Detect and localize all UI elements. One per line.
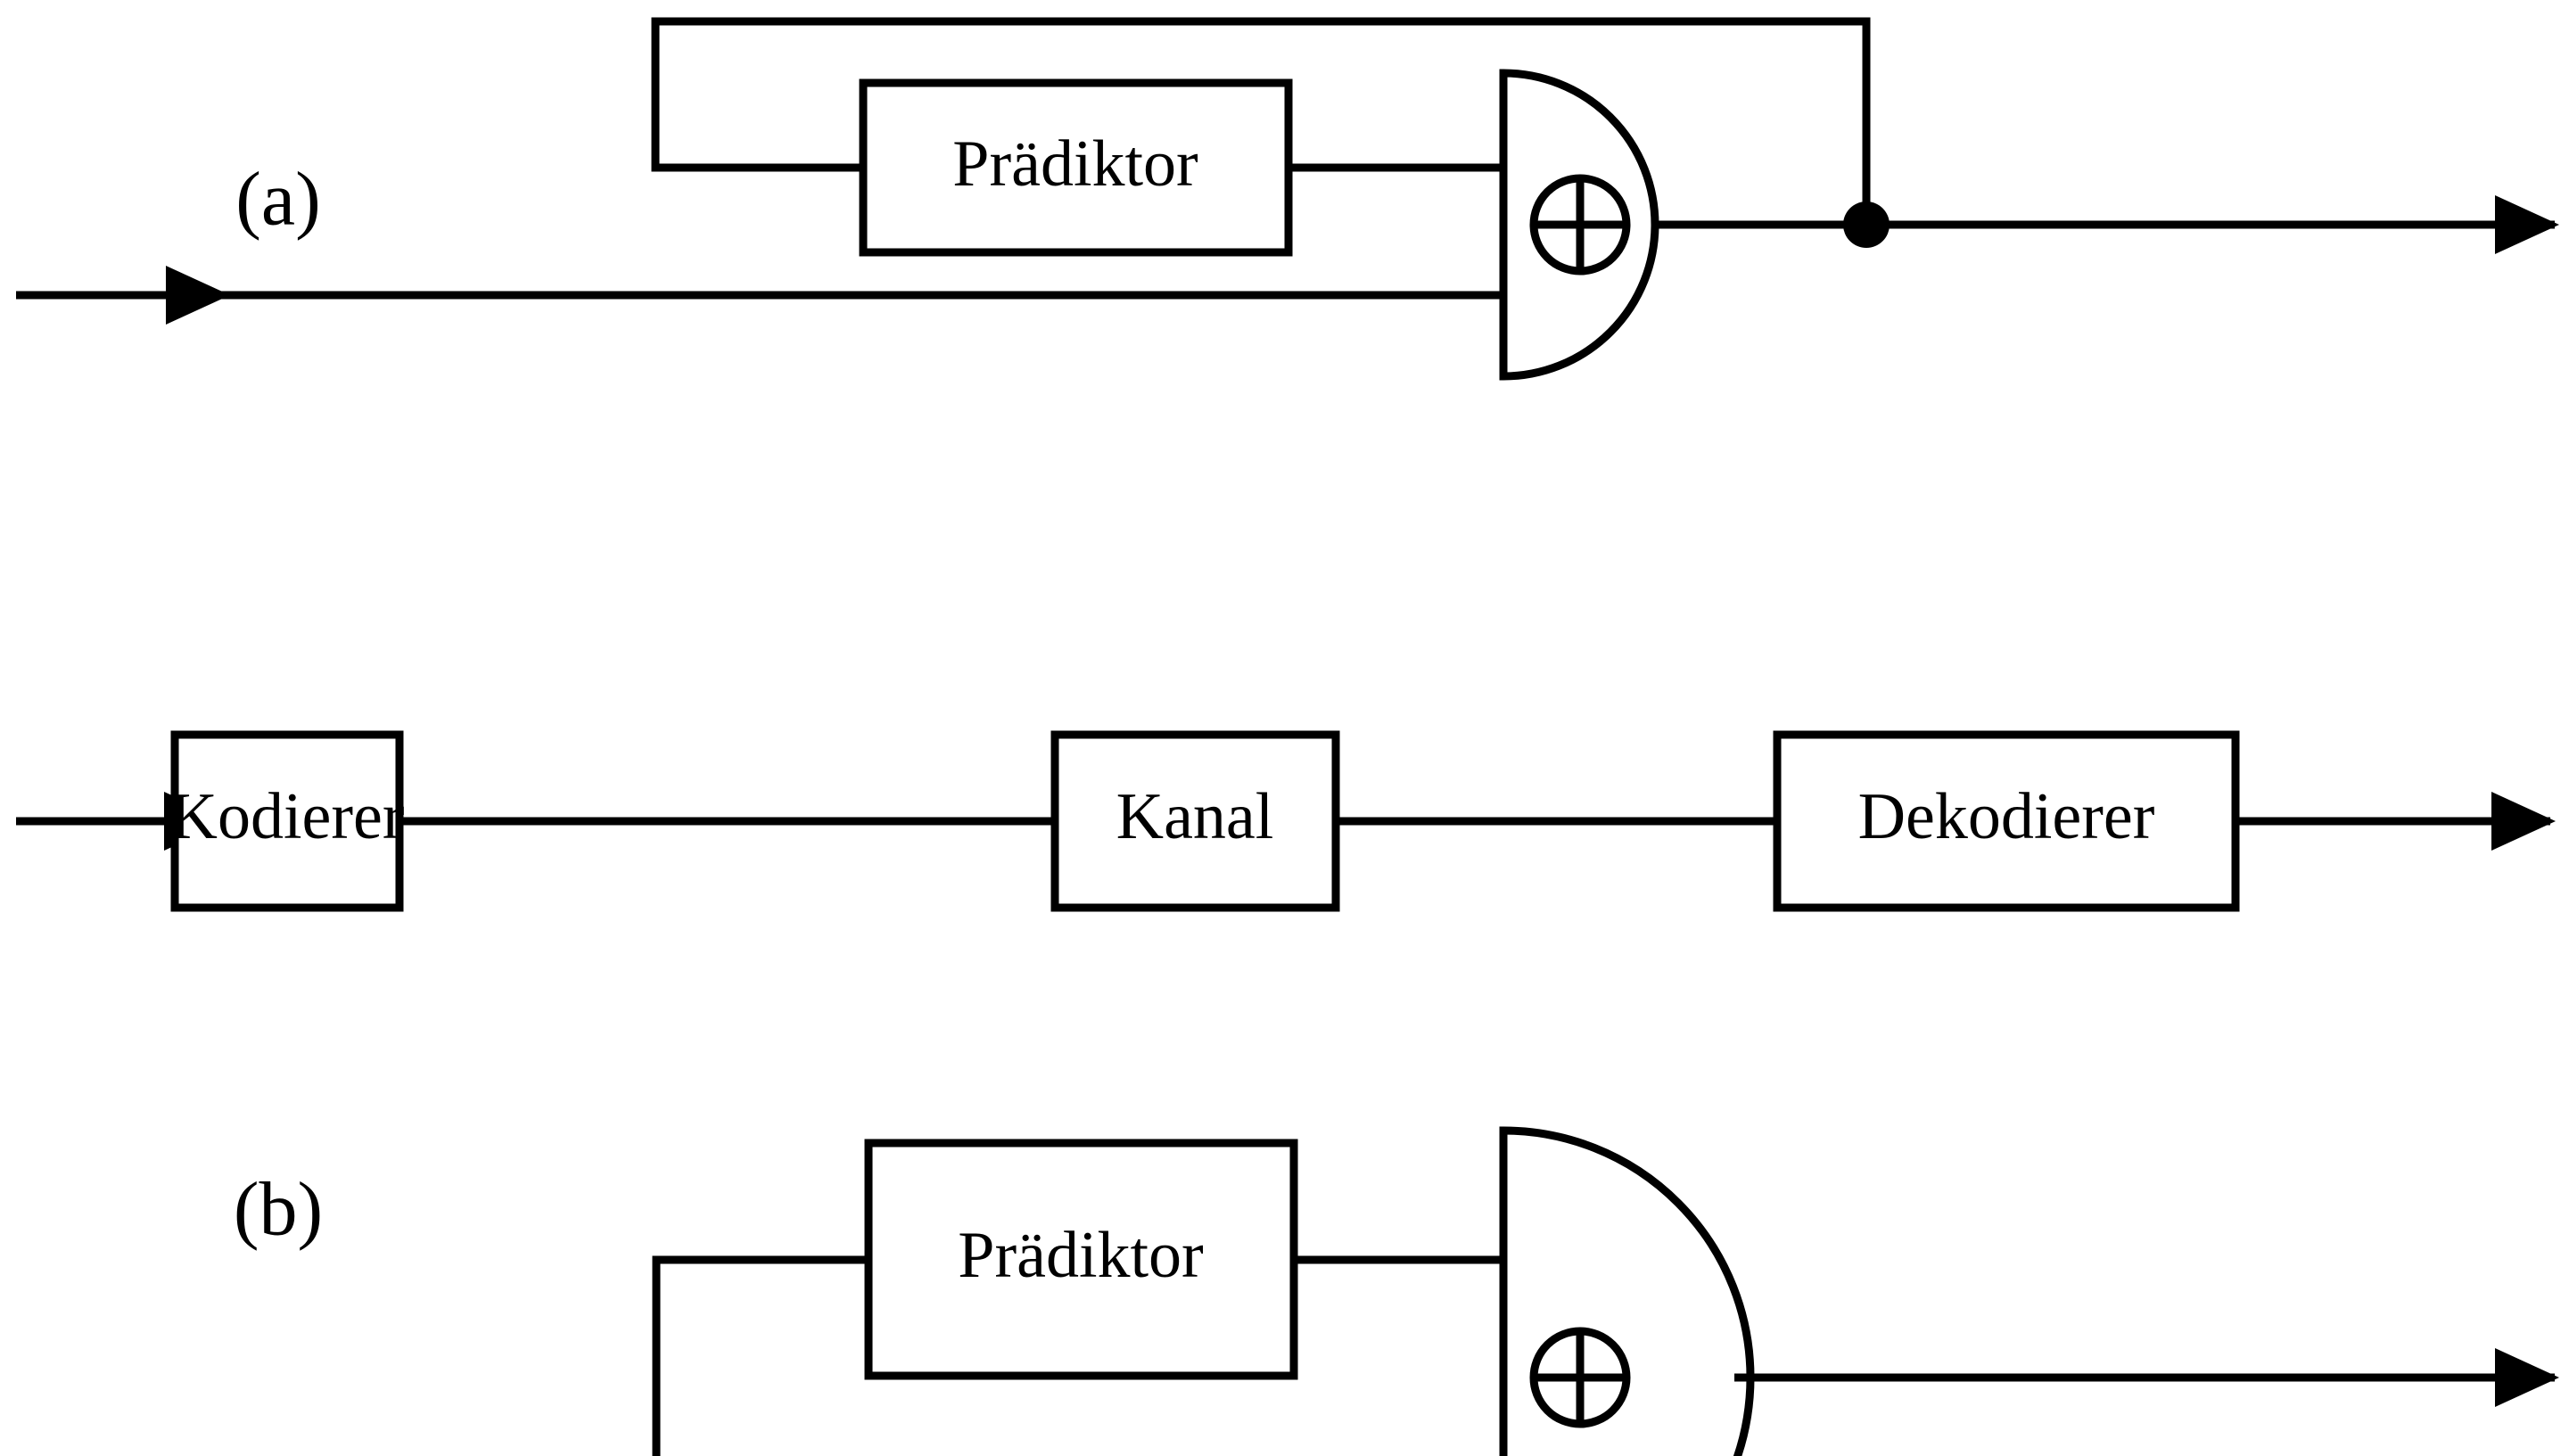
chain-block-kodierer (170, 730, 404, 912)
panel-a-adder-xor-icon (1529, 174, 1631, 276)
panel-b-label: (b) (234, 1166, 323, 1252)
panel-a-predictor-label: Prädiktor (952, 128, 1198, 201)
transmission-chain: Kodierer Kanal Dekodierer (16, 730, 2556, 912)
panel-b: (b) Prädiktor (234, 1126, 2559, 1456)
chain-block-kanal (1050, 730, 1340, 912)
panel-a: (a) Prädiktor (16, 17, 2559, 381)
chain-block-kanal-label: Kanal (1116, 780, 1274, 853)
panel-a-label: (a) (235, 156, 320, 242)
chain-block-dekodierer-label: Dekodierer (1858, 780, 2155, 853)
chain-block-dekodierer (1773, 730, 2240, 912)
chain-block-kodierer-label: Kodierer (170, 780, 405, 853)
panel-b-feedforward-wire (652, 1255, 869, 1456)
chain-output-arrowhead (2491, 792, 2556, 851)
panel-a-input-arrowhead (166, 266, 230, 325)
panel-a-feedback-junction-dot (1843, 202, 1890, 248)
panel-b-output-arrowhead (2495, 1348, 2559, 1407)
panel-a-output-arrowhead (2495, 195, 2559, 254)
panel-b-predictor-label: Prädiktor (958, 1219, 1203, 1292)
panel-b-adder-xor-icon (1529, 1327, 1631, 1428)
panel-a-feedback-wire (651, 17, 1871, 225)
